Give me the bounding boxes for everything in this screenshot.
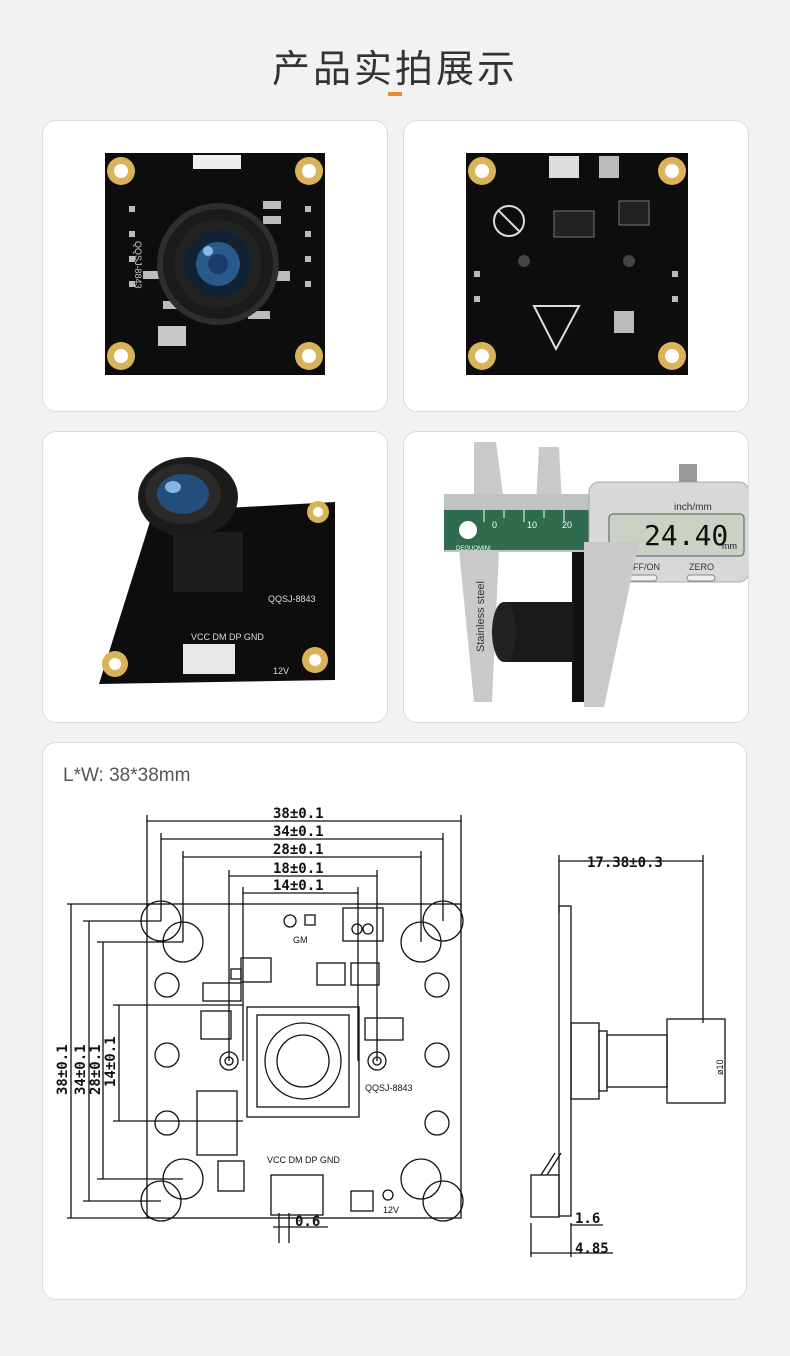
angled-model: QQSJ-8843: [268, 594, 316, 604]
front-silkscreen: QQSJ-8843: [133, 241, 143, 289]
drawing-model: QQSJ-8843: [365, 1083, 413, 1093]
scale-0: 0: [492, 520, 497, 530]
photo-card-front: QQSJ-8843: [42, 120, 388, 412]
scale-20: 20: [562, 520, 572, 530]
dim-v-28: 28±0.1: [88, 1044, 104, 1095]
title-underline: [388, 92, 402, 96]
dim-v-14: 14±0.1: [103, 1036, 119, 1087]
dim-h-18: 18±0.1: [273, 861, 324, 877]
angled-board-photo: VCC DM DP GND QQSJ-8843 12V: [99, 457, 335, 684]
photo-card-angled: VCC DM DP GND QQSJ-8843 12V: [42, 431, 388, 723]
drawing-card: L*W: 38*38mm: [42, 742, 747, 1300]
dim-h-14: 14±0.1: [273, 878, 324, 894]
scale-10: 10: [527, 520, 537, 530]
thickness: 1.6: [575, 1211, 600, 1227]
dim-v-38: 38±0.1: [55, 1044, 71, 1095]
depth: 4.85: [575, 1241, 609, 1257]
dim-h-38: 38±0.1: [273, 806, 324, 822]
angled-connector-labels: VCC DM DP GND: [191, 632, 264, 642]
dim-h-28: 28±0.1: [273, 842, 324, 858]
angled-voltage: 12V: [273, 666, 289, 676]
dim-v-34: 34±0.1: [73, 1044, 89, 1095]
front-board-photo: QQSJ-8843: [105, 153, 325, 375]
dim-h-34: 34±0.1: [273, 824, 324, 840]
gm-label: GM: [293, 935, 308, 945]
caliper-reading: 24.40: [644, 519, 728, 552]
pin-spacing: 0.6: [295, 1214, 320, 1230]
caliper-photo: 0 10 20 DEGUOMINI Stainless steel inch/m…: [444, 442, 748, 707]
back-board-photo: [466, 153, 688, 375]
dimension-labels: 38±0.1 34±0.1 28±0.1 18±0.1 14±0.1 38±0.…: [55, 806, 725, 1257]
drawing-connector: VCC DM DP GND: [267, 1155, 340, 1165]
caliper-btn-zero: ZERO: [689, 562, 714, 572]
caliper-stainless: Stainless steel: [475, 581, 487, 652]
caliper-btn-off-on: OFF/ON: [626, 562, 660, 572]
dimension-drawing: [67, 815, 726, 1257]
caliper-reading-unit: mm: [722, 541, 737, 551]
caliper-unit-label: inch/mm: [674, 502, 712, 513]
side-width: 17.38±0.3: [587, 855, 663, 871]
page-title: 产品实拍展示: [271, 47, 518, 91]
caliper-brand: DEGUOMINI: [456, 546, 491, 552]
photo-card-back: [403, 120, 749, 412]
lens-diameter: ø10: [715, 1059, 725, 1075]
photo-card-caliper: 0 10 20 DEGUOMINI Stainless steel inch/m…: [403, 431, 749, 723]
size-label: L*W: 38*38mm: [63, 765, 191, 786]
drawing-voltage: 12V: [383, 1205, 399, 1215]
